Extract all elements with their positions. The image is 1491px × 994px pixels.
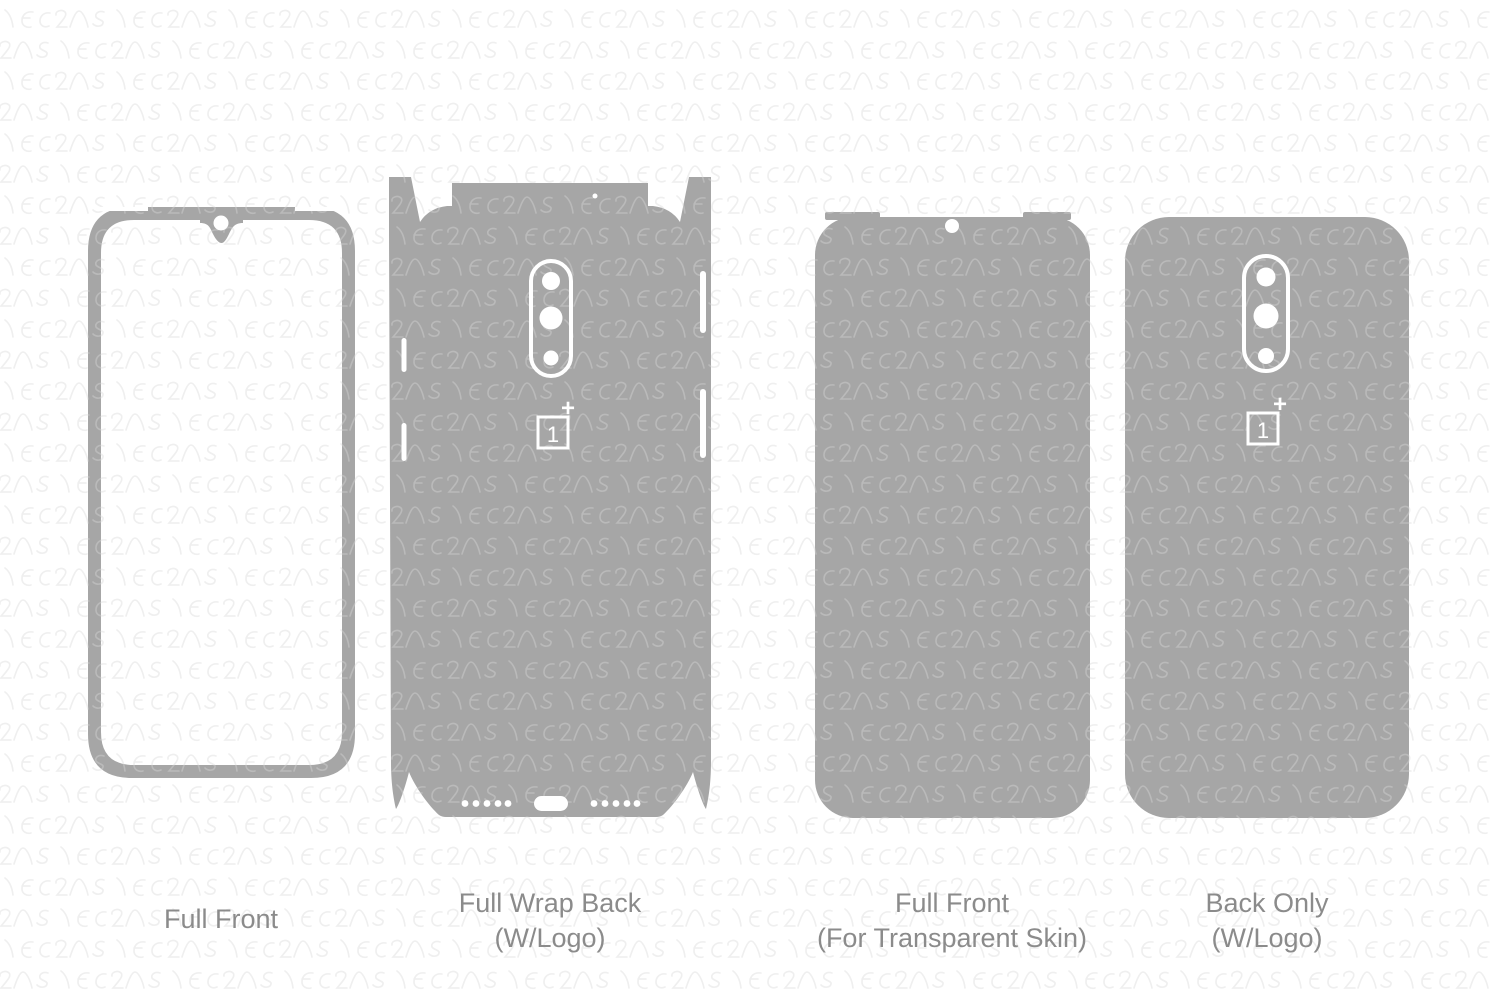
label-line: Full Front: [894, 888, 1010, 918]
template-label-back-only: Back Only (W/Logo): [1205, 886, 1328, 956]
label-line: Full Wrap Back: [458, 888, 642, 918]
label-line: Back Only: [1205, 888, 1329, 918]
label-line: Full Front: [163, 904, 279, 934]
template-label-full-front-transparent: Full Front (For Transparent Skin): [817, 886, 1087, 956]
template-label-full-front: Full Front: [164, 902, 278, 937]
label-line: (W/Logo): [494, 923, 606, 953]
template-label-full-wrap-back: Full Wrap Back (W/Logo): [459, 886, 642, 956]
label-line: (For Transparent Skin): [816, 923, 1088, 953]
label-line: (W/Logo): [1211, 923, 1323, 953]
